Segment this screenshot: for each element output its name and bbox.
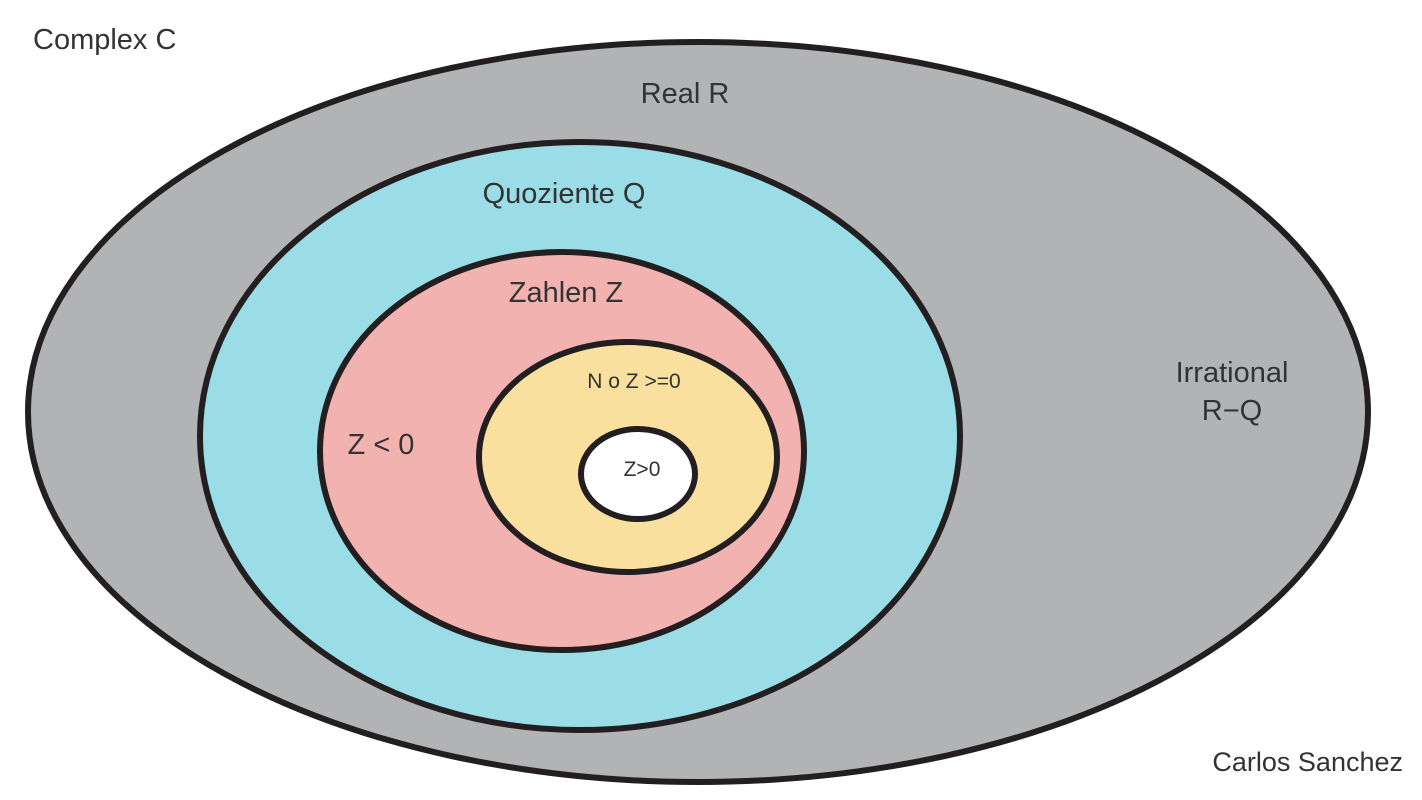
rational-label: Quoziente Q: [483, 178, 646, 210]
irrational-label-line1: Irrational: [1176, 357, 1289, 389]
irrational-label-line2: R−Q: [1202, 395, 1262, 427]
negative-integer-label: Z < 0: [348, 429, 415, 461]
author-credit: Carlos Sanchez: [1212, 747, 1403, 777]
positive-integer-set-ellipse: [578, 426, 698, 522]
complex-label: Complex C: [33, 24, 176, 56]
positive-integer-label: Z>0: [624, 458, 661, 481]
integer-label: Zahlen Z: [509, 277, 623, 309]
real-label: Real R: [641, 78, 730, 110]
natural-label: N o Z >=0: [587, 370, 680, 393]
